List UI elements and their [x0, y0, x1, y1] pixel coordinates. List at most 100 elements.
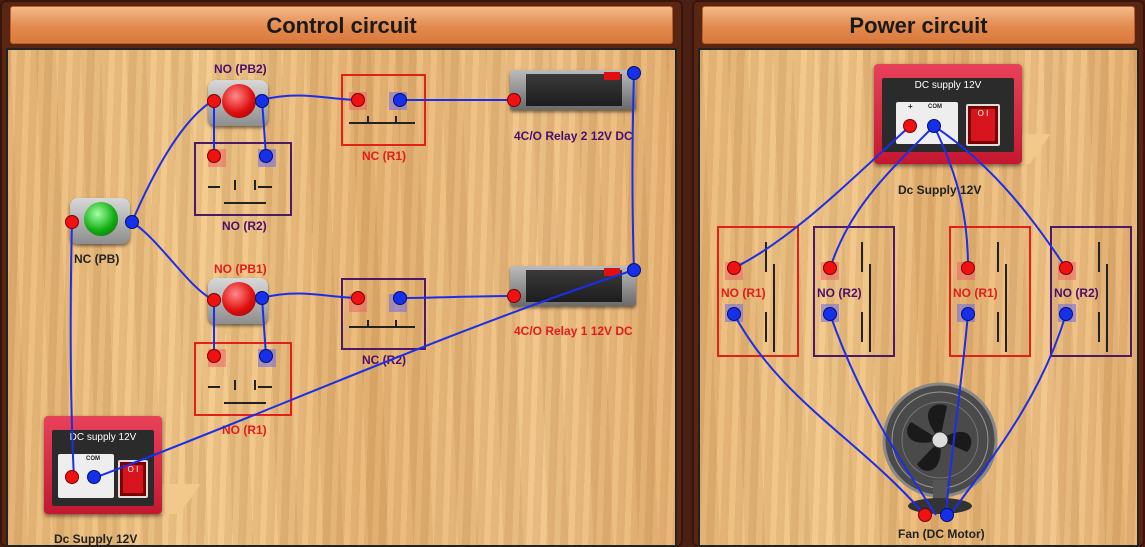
contact-line	[997, 312, 999, 342]
label-no-pb2: NO (PB2)	[214, 62, 267, 76]
power-switch[interactable]: O I	[966, 104, 1000, 146]
terminal-blue[interactable]	[961, 307, 975, 321]
power-circuit-title: Power circuit	[702, 6, 1135, 44]
terminal-blue[interactable]	[1059, 307, 1073, 321]
contact-line	[1098, 312, 1100, 342]
contact-line	[208, 386, 220, 388]
terminal-red[interactable]	[507, 93, 521, 107]
contact-line	[349, 122, 415, 124]
terminal-red[interactable]	[823, 261, 837, 275]
supply-face-label: DC supply 12V	[69, 432, 137, 443]
green-knob-icon	[84, 202, 118, 236]
terminal-blue[interactable]	[823, 307, 837, 321]
label-nc-pb: NC (PB)	[74, 252, 120, 266]
terminal-red[interactable]	[961, 261, 975, 275]
contact-line	[224, 202, 266, 204]
contact-line	[765, 242, 767, 272]
label-nc-r1-control: NC (R1)	[362, 149, 406, 163]
contact-line	[1005, 264, 1007, 352]
terminal-red[interactable]	[507, 289, 521, 303]
push-button-pb2[interactable]	[208, 80, 268, 126]
terminal-red[interactable]	[65, 470, 79, 484]
terminal-blue[interactable]	[393, 291, 407, 305]
contact-line	[258, 186, 272, 188]
contact-line	[367, 116, 369, 124]
terminal-blue[interactable]	[255, 291, 269, 305]
terminal-blue[interactable]	[259, 149, 273, 163]
relay-2[interactable]	[510, 70, 636, 110]
contact-line	[1106, 264, 1108, 352]
switch-label: O I	[123, 465, 143, 493]
terminal-blue[interactable]	[255, 94, 269, 108]
dc-supply-power[interactable]: DC supply 12V + COM O I	[874, 64, 1022, 164]
terminal-red[interactable]	[207, 94, 221, 108]
label-supply-control: Dc Supply 12V	[54, 532, 138, 546]
terminal-blue[interactable]	[393, 93, 407, 107]
contact-line	[773, 264, 775, 352]
terminal-blue[interactable]	[259, 349, 273, 363]
terminal-red[interactable]	[351, 93, 365, 107]
contact-line	[254, 180, 256, 190]
terminal-red[interactable]	[207, 349, 221, 363]
label-no-pb1: NO (PB1)	[214, 262, 267, 276]
contact-line	[208, 186, 220, 188]
contact-line	[869, 264, 871, 352]
contact-nc-r2-control[interactable]	[341, 278, 426, 350]
relay-indicator	[604, 268, 620, 276]
contact-line	[234, 180, 236, 190]
fan-icon[interactable]	[875, 380, 1005, 520]
terminal-red[interactable]	[65, 215, 79, 229]
terminal-blue[interactable]	[727, 307, 741, 321]
contact-line	[254, 380, 256, 390]
terminal-blue[interactable]	[927, 119, 941, 133]
terminal-blue[interactable]	[87, 470, 101, 484]
dc-supply-control[interactable]: DC supply 12V COM O I	[44, 416, 162, 514]
label-nc-r2-control: NC (R2)	[362, 353, 406, 367]
label-relay-2: 4C/O Relay 2 12V DC	[514, 129, 633, 143]
contact-line	[258, 386, 272, 388]
supply-plus-label: +	[908, 102, 913, 111]
terminal-blue[interactable]	[627, 66, 641, 80]
terminal-red[interactable]	[207, 149, 221, 163]
label-power-c2: NO (R2)	[817, 286, 862, 300]
contact-line	[395, 116, 397, 124]
contact-line	[1098, 242, 1100, 272]
label-no-r2-control: NO (R2)	[222, 219, 267, 233]
contact-nc-r1-control[interactable]	[341, 74, 426, 146]
relay-indicator	[604, 72, 620, 80]
contact-line	[395, 320, 397, 328]
label-power-c1: NO (R1)	[721, 286, 766, 300]
relay-1[interactable]	[510, 266, 636, 306]
terminal-red[interactable]	[918, 508, 932, 522]
contact-line	[234, 380, 236, 390]
terminal-blue[interactable]	[125, 215, 139, 229]
label-power-c3: NO (R1)	[953, 286, 998, 300]
label-no-r1-control: NO (R1)	[222, 423, 267, 437]
terminal-blue[interactable]	[627, 263, 641, 277]
label-fan: Fan (DC Motor)	[898, 527, 985, 541]
supply-face-label: DC supply 12V	[914, 80, 982, 91]
terminal-red[interactable]	[207, 293, 221, 307]
terminal-red[interactable]	[727, 261, 741, 275]
label-power-c4: NO (R2)	[1054, 286, 1099, 300]
contact-line	[997, 242, 999, 272]
terminal-blue[interactable]	[940, 508, 954, 522]
switch-label: O I	[971, 109, 995, 141]
supply-com-label: COM	[928, 104, 942, 110]
contact-line	[349, 326, 415, 328]
red-knob-icon	[222, 84, 256, 118]
contact-line	[765, 312, 767, 342]
red-knob-icon	[222, 282, 256, 316]
contact-line	[861, 312, 863, 342]
control-circuit-title: Control circuit	[10, 6, 673, 44]
label-supply-power: Dc Supply 12V	[898, 183, 982, 197]
terminal-red[interactable]	[1059, 261, 1073, 275]
supply-com-label: COM	[86, 456, 100, 462]
power-switch[interactable]: O I	[118, 460, 148, 498]
contact-line	[861, 242, 863, 272]
terminal-red[interactable]	[351, 291, 365, 305]
terminal-red[interactable]	[903, 119, 917, 133]
label-relay-1: 4C/O Relay 1 12V DC	[514, 324, 633, 338]
contact-line	[367, 320, 369, 328]
push-button-nc-pb[interactable]	[70, 198, 130, 244]
